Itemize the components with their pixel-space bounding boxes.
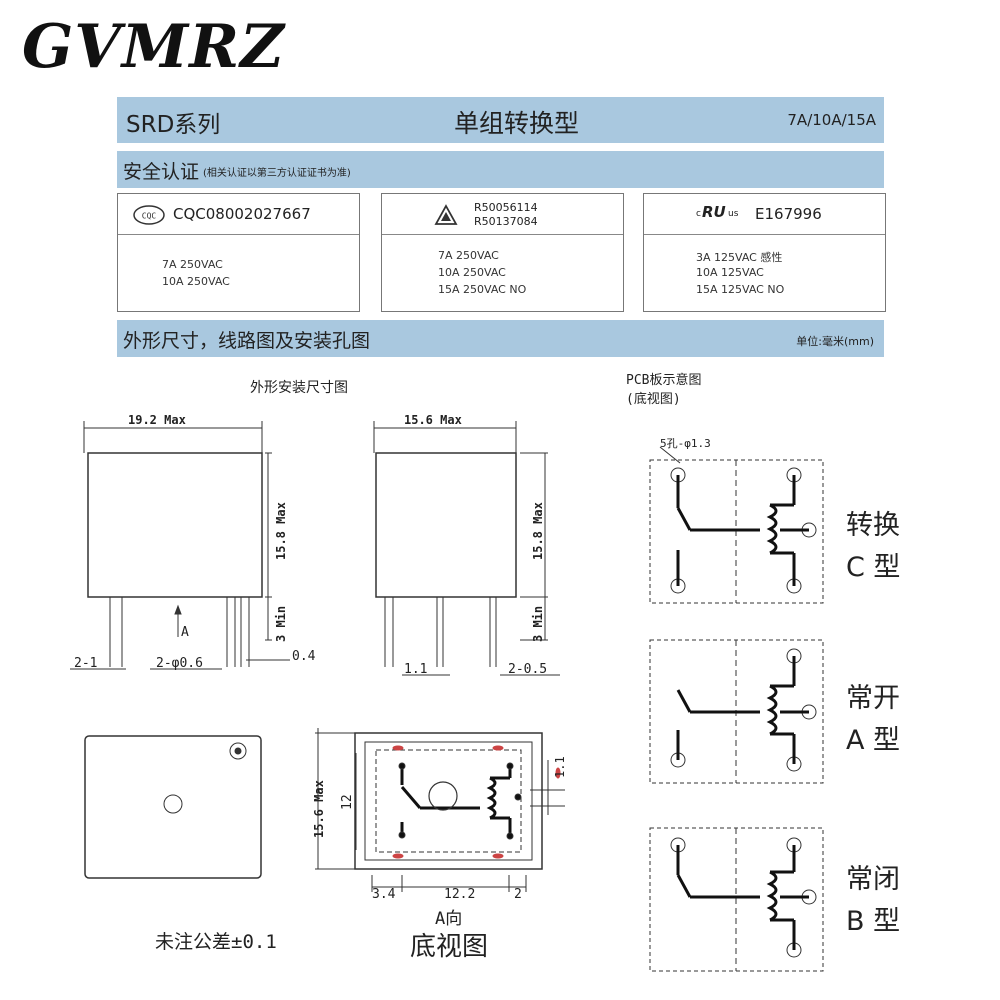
top-view xyxy=(84,735,262,879)
pin-pitch-label: 2-1 xyxy=(74,656,97,671)
pcb-diagram-title: PCB板示意图 xyxy=(626,373,702,388)
cqc-code: CQC08002027667 xyxy=(173,205,311,223)
view-direction-caption: A向 xyxy=(435,909,463,929)
front-width-label: 19.2 Max xyxy=(128,413,186,427)
cert-rating-line: 10A 250VAC xyxy=(162,275,230,288)
dimensions-section-bar: 外形尺寸，线路图及安装孔图 单位:毫米(mm) xyxy=(117,320,884,357)
outline-drawing-title: 外形安装尺寸图 xyxy=(250,380,348,396)
tolerance-note: 未注公差±0.1 xyxy=(155,931,277,953)
current-ratings-label: 7A/10A/15A xyxy=(787,111,876,129)
front-height-label: 15.8 Max xyxy=(274,502,288,560)
brand-logo-text: GVMRZ xyxy=(22,12,285,82)
pcb-b-type xyxy=(649,827,824,972)
side-pin-width-label: 2-0.5 xyxy=(508,662,547,677)
units-label: 单位:毫米(mm) xyxy=(796,335,874,348)
series-header-bar: SRD系列 单组转换型 7A/10A/15A xyxy=(117,97,884,143)
tuv-code-2: R50137084 xyxy=(474,215,538,228)
cert-box-tuv: R50056114 R50137084 7A 250VAC 10A 250VAC… xyxy=(381,193,624,312)
cert-box-header: R50056114 R50137084 xyxy=(382,194,623,235)
tuv-code-1: R50056114 xyxy=(474,201,538,214)
cert-rating-line: 15A 250VAC NO xyxy=(438,283,527,296)
ul-logo-prefix: c xyxy=(696,209,701,219)
ul-code: E167996 xyxy=(755,205,822,223)
pcb-a-type-label-1: 常开 xyxy=(846,683,900,714)
side-width-label: 15.6 Max xyxy=(404,413,462,427)
cert-rating-line: 10A 125VAC xyxy=(696,266,764,279)
cert-box-ul: c RU us E167996 3A 125VAC 感性 10A 125VAC … xyxy=(643,193,886,312)
cert-box-header: CQC CQC08002027667 xyxy=(118,194,359,235)
pin-thickness-label: 0.4 xyxy=(292,649,316,664)
safety-cert-bar: 安全认证 (相关认证以第三方认证证书为准) xyxy=(117,151,884,188)
bottom-34-label: 3.4 xyxy=(372,887,396,902)
pcb-hole-spec-label: 5孔-φ1.3 xyxy=(660,437,711,450)
side-height-label: 15.8 Max xyxy=(531,502,545,560)
cert-box-header: c RU us E167996 xyxy=(644,194,885,235)
cert-rating-line: 15A 125VAC NO xyxy=(696,283,785,296)
bottom-view-caption: 底视图 xyxy=(410,932,489,962)
pin-diameter-label: 2-φ0.6 xyxy=(156,656,203,671)
pcb-c-type-label-2: C 型 xyxy=(846,552,901,583)
safety-cert-title: 安全认证 xyxy=(123,161,200,183)
bottom-pitch-12-label: 12 xyxy=(340,794,355,810)
cqc-logo-icon: CQC xyxy=(133,205,165,225)
side-pin-dim-label: 1.1 xyxy=(404,662,427,677)
dimensions-section-title: 外形尺寸，线路图及安装孔图 xyxy=(123,330,371,352)
side-view xyxy=(373,421,560,676)
pcb-diagram-subtitle: (底视图) xyxy=(626,392,681,407)
cqc-logo-text: CQC xyxy=(142,212,157,221)
bottom-view xyxy=(315,728,565,892)
view-direction-a: A xyxy=(181,625,189,640)
pcb-b-type-label-1: 常闭 xyxy=(846,864,900,895)
front-view xyxy=(70,421,290,670)
ul-logo-icon: RU xyxy=(702,203,726,221)
safety-cert-note: (相关认证以第三方认证证书为准) xyxy=(203,168,351,179)
cert-rating-line: 7A 250VAC xyxy=(438,249,499,262)
bottom-2-label: 2 xyxy=(514,887,522,902)
bottom-height-label: 15.6 Max xyxy=(312,780,326,838)
side-pin-length-label: 3 Min xyxy=(531,606,545,642)
relay-type-label: 单组转换型 xyxy=(454,109,580,138)
pcb-c-type-label-1: 转换 xyxy=(846,510,900,541)
ul-logo-suffix: us xyxy=(728,209,739,219)
pcb-c-type xyxy=(649,446,824,604)
tuv-triangle-icon xyxy=(434,204,458,225)
cert-rating-line: 7A 250VAC xyxy=(162,258,223,271)
front-pin-length-label: 3 Min xyxy=(274,606,288,642)
series-label: SRD系列 xyxy=(126,112,221,138)
pcb-b-type-label-2: B 型 xyxy=(846,906,901,937)
pcb-a-type xyxy=(649,639,824,784)
bottom-11-label: 1.1 xyxy=(553,756,567,778)
pcb-a-type-label-2: A 型 xyxy=(846,725,901,756)
cert-box-cqc: CQC CQC08002027667 7A 250VAC 10A 250VAC xyxy=(117,193,360,312)
bottom-122-label: 12.2 xyxy=(444,887,475,902)
cert-rating-line: 10A 250VAC xyxy=(438,266,506,279)
cert-rating-line: 3A 125VAC 感性 xyxy=(696,251,783,264)
